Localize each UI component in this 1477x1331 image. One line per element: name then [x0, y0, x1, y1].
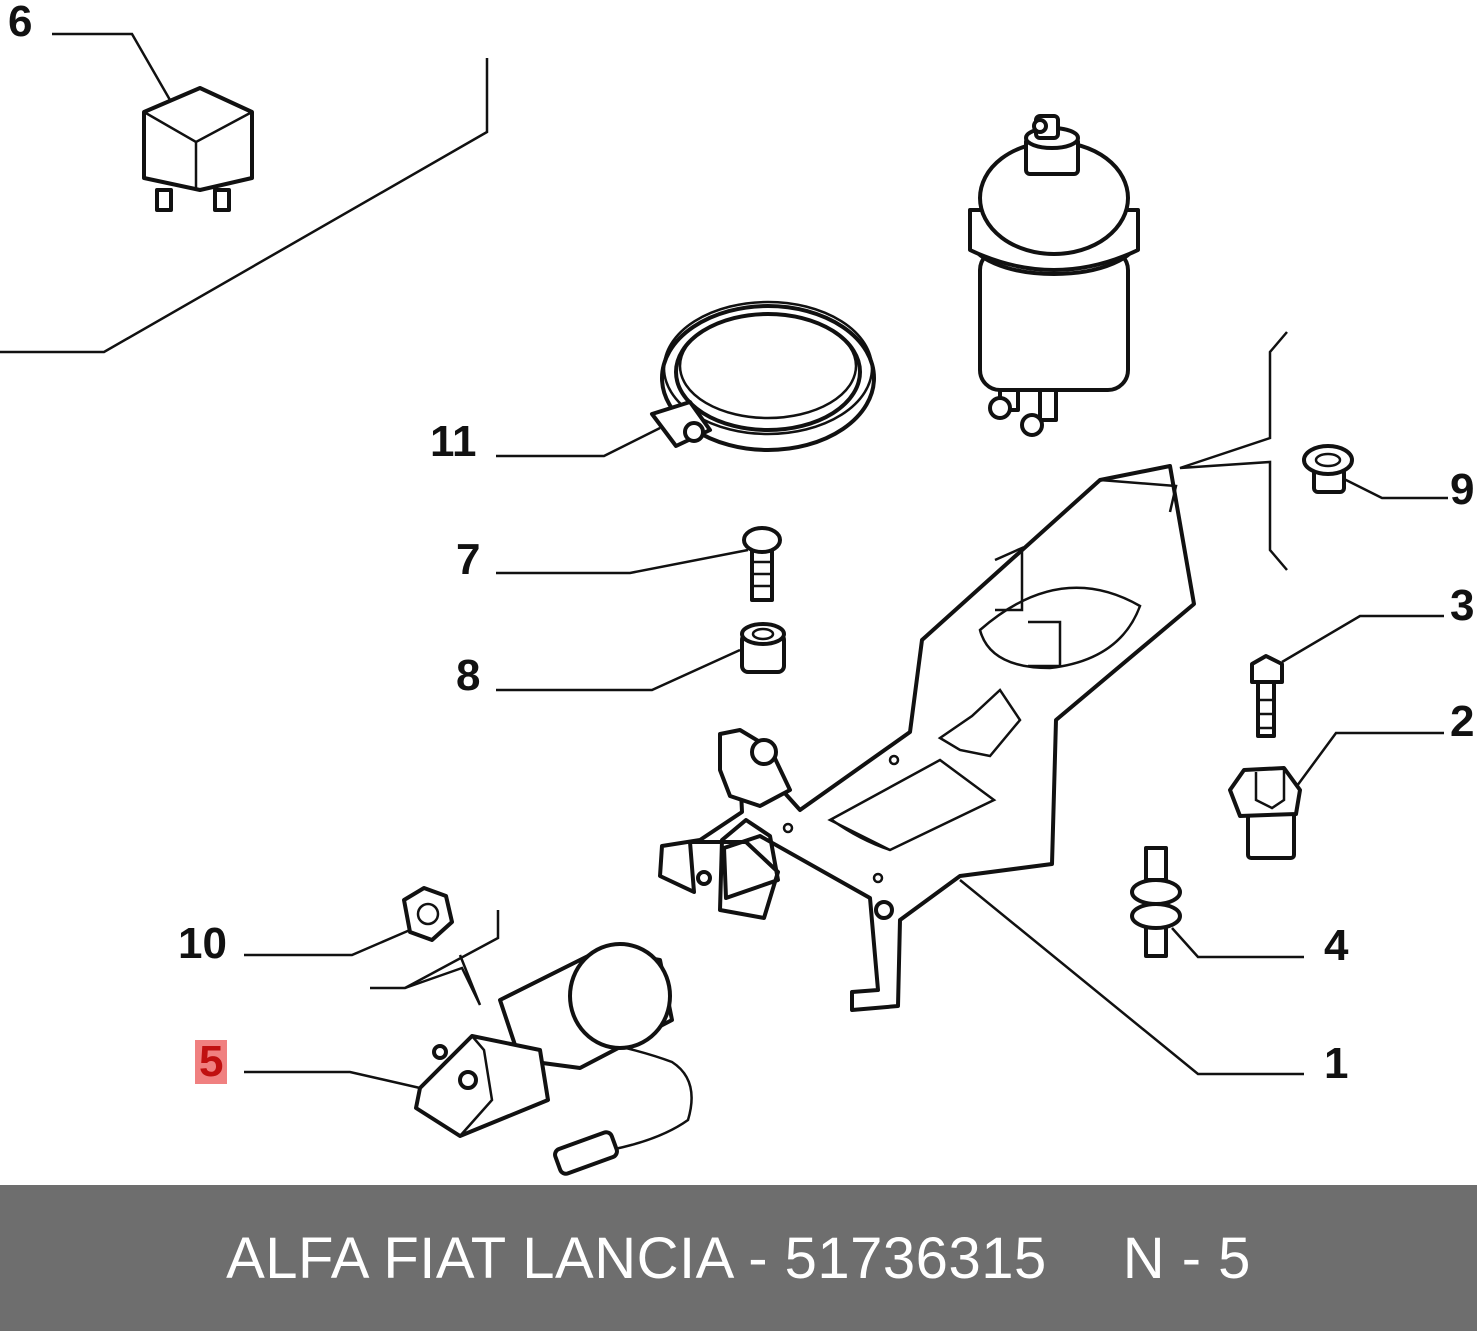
fluid-reservoir [968, 114, 1140, 437]
callout-8: 8 [456, 651, 481, 700]
footer-brand: ALFA FIAT LANCIA [226, 1225, 732, 1291]
group-boundary-lines [0, 58, 1288, 1006]
part-9-nut-cap [1302, 444, 1354, 494]
footer-separator: - [731, 1225, 785, 1291]
callout-2: 2 [1450, 697, 1475, 746]
callout-6: 6 [8, 0, 33, 46]
leader-lines [52, 32, 1448, 1090]
callout-4: 4 [1324, 921, 1349, 970]
callout-5-highlighted: 5 [195, 1040, 228, 1084]
part-8-grommet [740, 622, 786, 674]
part-2-clip [1228, 766, 1302, 860]
part-1-bracket [658, 464, 1196, 1012]
part-11-hose-clamp [650, 300, 876, 452]
part-6-relay [142, 86, 254, 212]
callout-3: 3 [1450, 581, 1475, 630]
callout-7: 7 [456, 535, 481, 584]
exploded-parts-diagram [0, 32, 1448, 1176]
footer-bar: ALFA FIAT LANCIA - 51736315 N - 5 [0, 1185, 1477, 1331]
part-3-bolt [1250, 654, 1284, 738]
footer-caption: ALFA FIAT LANCIA - 51736315 N - 5 [226, 1225, 1251, 1292]
callout-10: 10 [178, 919, 227, 968]
part-4-stud [1130, 846, 1182, 958]
part-10-nut [402, 886, 454, 942]
footer-part-number: 51736315 [784, 1225, 1047, 1291]
callout-11: 11 [430, 417, 477, 466]
callout-1: 1 [1324, 1039, 1349, 1088]
footer-position-ref: N - 5 [1122, 1225, 1251, 1291]
callout-9: 9 [1450, 465, 1475, 514]
part-7-screw [742, 526, 782, 602]
part-5-pump [414, 942, 693, 1176]
